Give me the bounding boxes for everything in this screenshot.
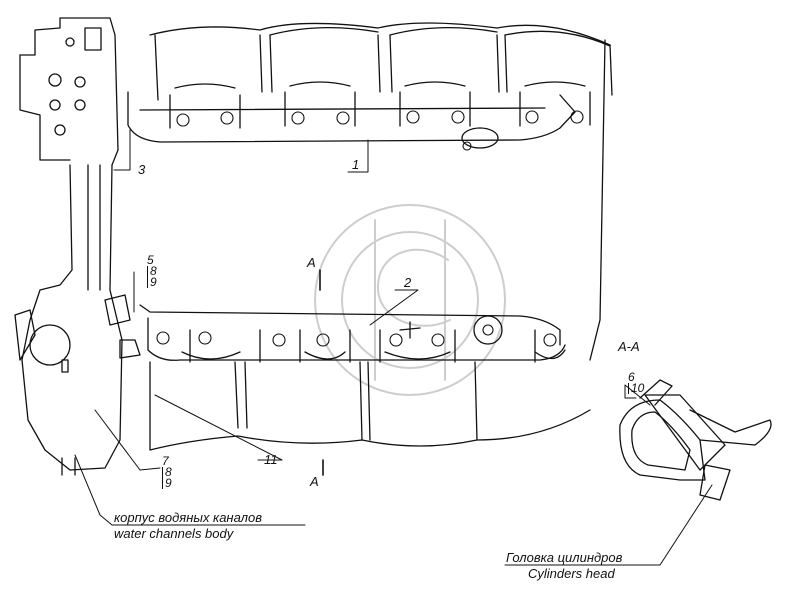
section-marks [319, 269, 324, 476]
lower-manifold [139, 304, 566, 363]
callout-9: 9 [147, 276, 157, 288]
callout-8b: 8 [162, 466, 172, 478]
watermark-logo [314, 204, 506, 396]
section-mark-top: A [307, 255, 316, 270]
water-channels-note: корпус водяных каналов water channels bo… [114, 510, 262, 542]
upper-manifold [127, 81, 591, 149]
lower-cylinder-block [149, 39, 606, 451]
water-channels-ru: корпус водяных каналов [114, 510, 263, 525]
section-aa-detail [619, 379, 772, 501]
leader-lines [74, 129, 713, 566]
section-title: A-A [618, 339, 640, 354]
upper-cylinder-block [149, 22, 613, 101]
callout-5: 5 [147, 253, 154, 267]
callout-7: 7 [162, 454, 169, 468]
section-mark-bottom: A [310, 474, 319, 489]
callout-6: 6 [628, 370, 635, 384]
cylinders-head-en: Cylinders head [528, 566, 615, 581]
cylinders-head-note: Головка цилиндров Cylinders head [506, 550, 622, 582]
cylinders-head-ru: Головка цилиндров [506, 550, 623, 565]
water-channels-body [14, 17, 141, 476]
callout-2: 2 [404, 275, 412, 290]
callout-10: 10 [628, 382, 644, 394]
lower-manifold-nuts [156, 324, 557, 347]
upper-manifold-nuts [176, 110, 584, 151]
callout-3: 3 [138, 162, 146, 177]
callout-9b: 9 [162, 477, 172, 489]
callout-1: 1 [352, 157, 360, 172]
callout-stack-7-8-9: 7 8 9 [162, 454, 172, 489]
callout-stack-6-10: 6 10 [628, 370, 644, 394]
callout-stack-5-8-9: 5 8 9 [147, 253, 157, 288]
callout-11: 11 [264, 452, 278, 467]
callout-8: 8 [147, 265, 157, 277]
water-channels-en: water channels body [114, 526, 234, 541]
